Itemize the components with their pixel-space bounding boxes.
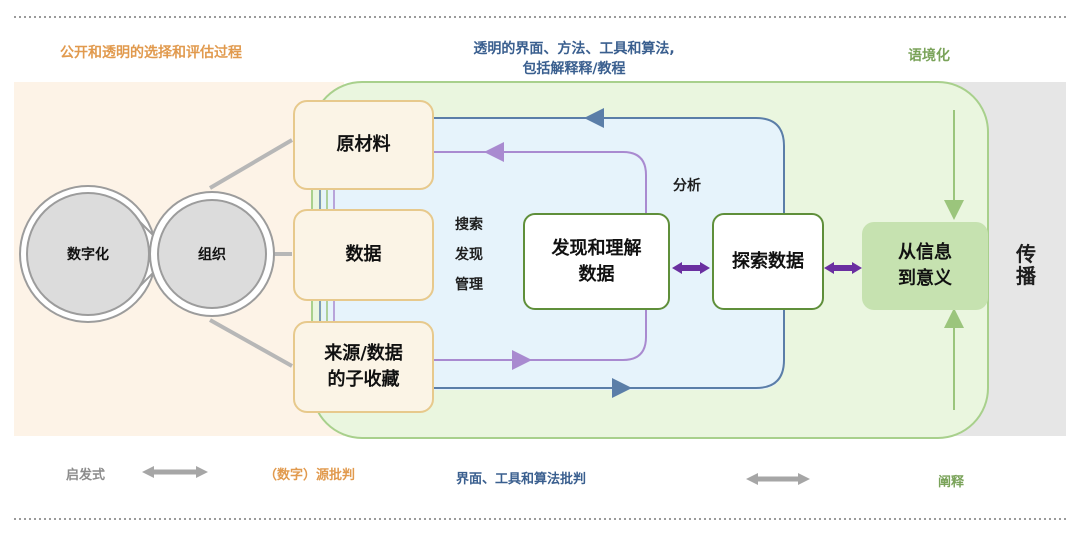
discover-label: 发现 xyxy=(455,247,483,263)
source-critique-label: （数字）源批判 xyxy=(264,468,356,483)
search-label: 搜索 xyxy=(455,217,483,233)
tool-critique-label: 界面、工具和算法批判 xyxy=(456,472,587,487)
purple-double-arrow-2 xyxy=(824,262,862,274)
purple-top-loop xyxy=(434,151,647,213)
top-right-label: 语境化 xyxy=(908,48,950,64)
spread-label-2: 播 xyxy=(1016,264,1036,288)
manage-label: 管理 xyxy=(455,277,483,293)
digitize-node: 数字化 xyxy=(26,192,150,316)
blue-bottom-loop xyxy=(434,308,785,389)
purple-double-arrow-1 xyxy=(672,262,710,274)
organize-node: 组织 xyxy=(157,199,267,309)
gray-double-arrow-2 xyxy=(746,473,810,485)
purple-bottom-loop xyxy=(434,310,647,361)
top-left-label: 公开和透明的选择和评估过程 xyxy=(60,45,242,61)
interpretation-label: 阐释 xyxy=(938,475,965,490)
spread-label-1: 传 xyxy=(1016,242,1036,266)
understand-data-box: 发现和理解 数据 xyxy=(523,213,670,310)
analysis-label: 分析 xyxy=(673,178,701,194)
data-box: 数据 xyxy=(293,209,434,301)
raw-material-box: 原材料 xyxy=(293,100,434,190)
explore-data-box: 探索数据 xyxy=(712,213,824,310)
top-center-label-1: 透明的界面、方法、工具和算法, xyxy=(473,41,675,57)
source-box: 来源/数据 的子收藏 xyxy=(293,321,434,413)
blue-top-loop xyxy=(434,117,785,213)
gray-double-arrow-1 xyxy=(142,466,208,478)
top-center-label-2: 包括解释释/教程 xyxy=(522,61,626,77)
meaning-box: 从信息 到意义 xyxy=(862,222,988,310)
heuristic-label: 启发式 xyxy=(66,468,106,483)
